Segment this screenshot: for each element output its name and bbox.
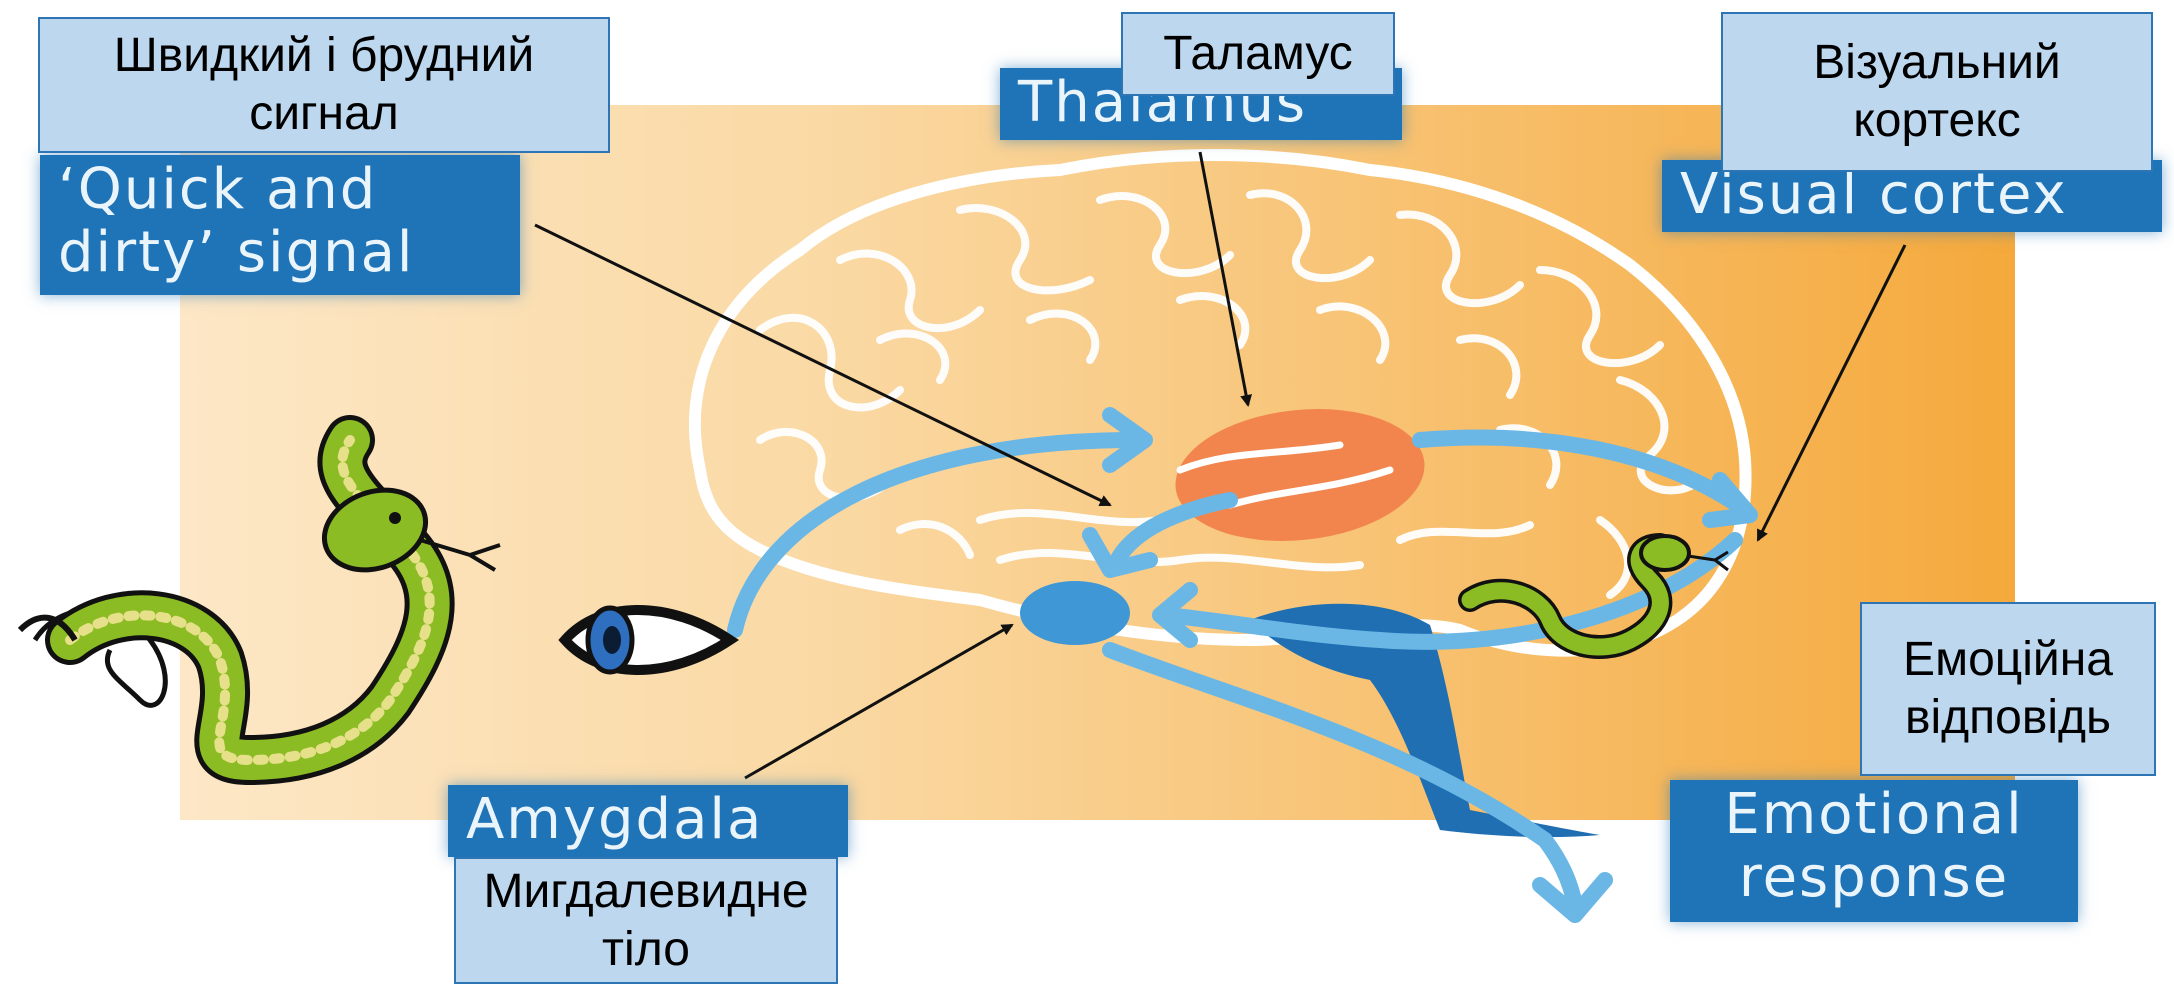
- label-emotional-response-en-line2: response: [1688, 847, 2060, 910]
- label-amygdala-ua-text: Мигдалевидне тіло: [466, 863, 826, 978]
- label-emotional-response-en: Emotional response: [1670, 780, 2078, 922]
- label-amygdala-en: Amygdala: [448, 785, 848, 857]
- amygdala-shape: [1020, 581, 1130, 645]
- label-emotional-response-en-line1: Emotional: [1688, 784, 2060, 847]
- label-emotional-response-ua: Емоційна відповідь: [1860, 602, 2156, 776]
- label-thalamus-ua-text: Таламус: [1163, 25, 1353, 83]
- label-quick-signal-ua-text: Швидкий і брудний сигнал: [50, 27, 598, 142]
- label-thalamus-ua: Таламус: [1121, 12, 1395, 96]
- label-quick-signal-en: ‘Quick and dirty’ signal: [40, 155, 520, 295]
- label-quick-signal-en-line1: ‘Quick and: [58, 159, 502, 222]
- label-quick-signal-en-line2: dirty’ signal: [58, 222, 502, 285]
- label-quick-signal-ua: Швидкий і брудний сигнал: [38, 17, 610, 153]
- label-emotional-response-ua-text: Емоційна відповідь: [1872, 631, 2144, 746]
- label-visual-cortex-ua-text: Візуальний кортекс: [1733, 34, 2141, 149]
- label-amygdala-ua: Мигдалевидне тіло: [454, 857, 838, 984]
- label-visual-cortex-ua: Візуальний кортекс: [1721, 12, 2153, 172]
- label-amygdala-en-text: Amygdala: [466, 787, 763, 852]
